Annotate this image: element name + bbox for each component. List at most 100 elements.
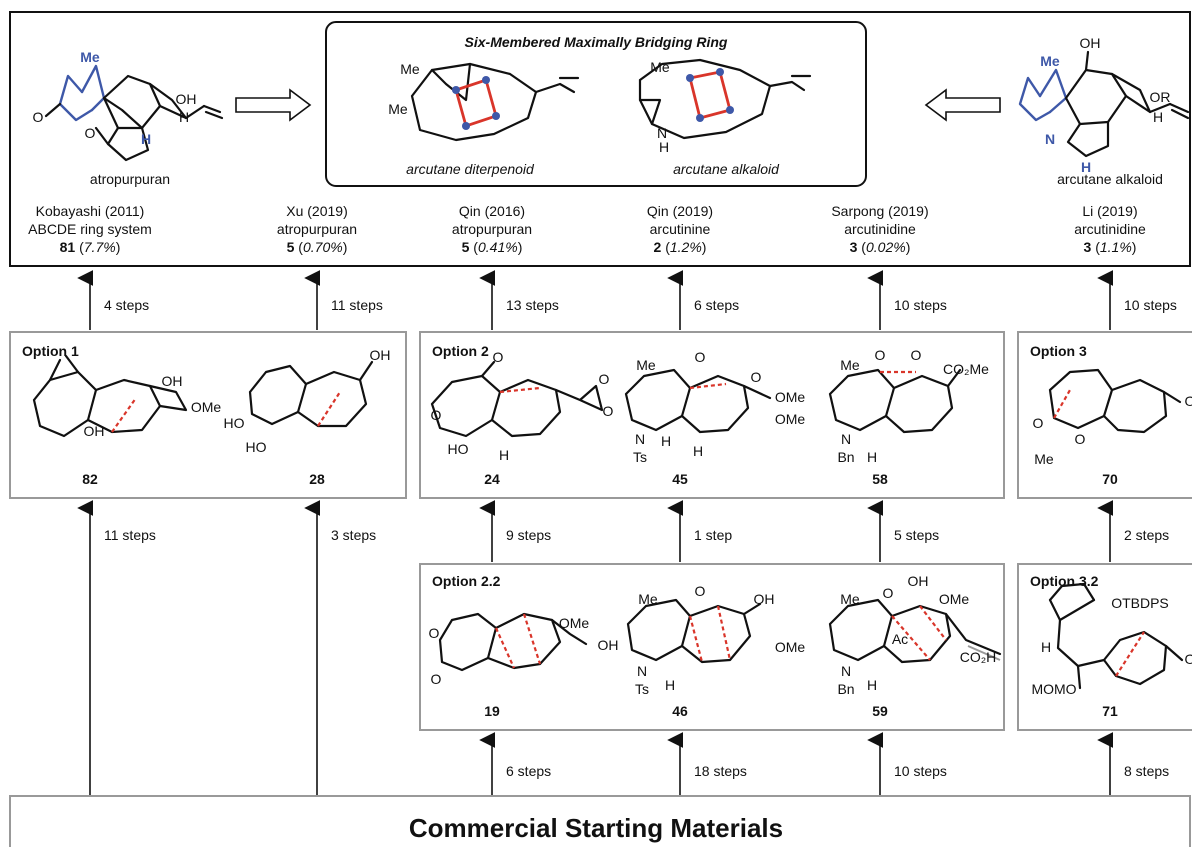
svg-text:N: N (841, 663, 851, 679)
svg-text:H: H (1081, 159, 1091, 175)
svg-text:Ts: Ts (635, 681, 649, 697)
svg-text:6 steps: 6 steps (506, 763, 551, 779)
svg-text:Option 2.2: Option 2.2 (432, 573, 501, 589)
svg-text:Qin (2016): Qin (2016) (459, 203, 525, 219)
svg-text:81 (7.7%): 81 (7.7%) (60, 239, 121, 255)
svg-text:Option 2: Option 2 (432, 343, 489, 359)
svg-text:H: H (867, 677, 877, 693)
retro-arrow-right (924, 88, 1001, 122)
svg-text:3 steps: 3 steps (331, 527, 376, 543)
svg-text:H: H (499, 447, 509, 463)
svg-text:N: N (841, 431, 851, 447)
svg-text:H: H (1041, 639, 1051, 655)
svg-text:2 (1.2%): 2 (1.2%) (654, 239, 707, 255)
compound-58-structure: Me O O CO₂Me N Bn H (828, 347, 989, 465)
arcutane-alkaloid-right-caption: arcutane alkaloid (1057, 171, 1163, 187)
arcutane-alkaloid-right-structure: Me OH OR H N H (1018, 35, 1190, 175)
synthesis-kobayashi: Kobayashi (2011) ABCDE ring system 81 (7… (28, 203, 152, 255)
svg-text:Ts: Ts (633, 449, 647, 465)
svg-text:atropurpuran: atropurpuran (452, 221, 532, 237)
svg-text:3 (0.02%): 3 (0.02%) (850, 239, 911, 255)
compound-59-structure: Me O OH OMe Ac CO₂H N Bn H (828, 573, 1002, 697)
svg-text:OH: OH (84, 423, 105, 439)
option2-box (419, 331, 1005, 499)
option3-box (1017, 331, 1192, 499)
svg-text:O: O (1185, 393, 1192, 409)
svg-text:H: H (665, 677, 675, 693)
svg-text:5 steps: 5 steps (894, 527, 939, 543)
svg-text:OR: OR (1150, 89, 1171, 105)
compound-28-structure: OH HO HO (224, 347, 391, 455)
svg-text:O: O (603, 403, 614, 419)
svg-text:28: 28 (309, 471, 325, 487)
svg-text:O: O (431, 407, 442, 423)
svg-text:CO₂H: CO₂H (960, 649, 997, 665)
svg-text:Me: Me (1040, 53, 1060, 69)
svg-text:O: O (431, 671, 442, 687)
svg-text:Me: Me (840, 591, 860, 607)
svg-text:HO: HO (224, 415, 245, 431)
svg-text:8 steps: 8 steps (1124, 763, 1169, 779)
svg-text:O: O (599, 371, 610, 387)
svg-text:Bn: Bn (837, 681, 854, 697)
svg-text:Sarpong (2019): Sarpong (2019) (831, 203, 928, 219)
svg-text:Ac: Ac (892, 631, 908, 647)
svg-text:Me: Me (400, 61, 420, 77)
svg-text:arcutinidine: arcutinidine (1074, 221, 1146, 237)
results-frame (9, 11, 1191, 267)
commercial-label: Commercial Starting Materials (409, 813, 783, 843)
option22-box (419, 563, 1005, 731)
svg-text:O: O (695, 583, 706, 599)
svg-text:24: 24 (484, 471, 500, 487)
compound-70-structure: O O Me O (1033, 368, 1192, 467)
option1-box (9, 331, 407, 499)
svg-text:5 (0.41%): 5 (0.41%) (462, 239, 523, 255)
svg-text:OMe: OMe (775, 411, 806, 427)
svg-text:Bn: Bn (837, 449, 854, 465)
compound-46-structure: Me O OH OMe N Ts H (626, 583, 805, 697)
svg-text:OH: OH (598, 637, 619, 653)
svg-text:3 (1.1%): 3 (1.1%) (1084, 239, 1137, 255)
option32-box (1017, 563, 1192, 731)
retro-arrow-left (235, 88, 312, 122)
svg-text:13 steps: 13 steps (506, 297, 559, 313)
svg-text:OH: OH (1080, 35, 1101, 51)
synthesis-li: Li (2019) arcutinidine 3 (1.1%) (1074, 203, 1146, 255)
step-arrows-lower: 6 steps 18 steps 10 steps 8 steps (479, 732, 1169, 796)
svg-text:Xu (2019): Xu (2019) (286, 203, 347, 219)
svg-text:Me: Me (1034, 451, 1054, 467)
svg-text:Me: Me (840, 357, 860, 373)
svg-text:OTBDPS: OTBDPS (1111, 595, 1169, 611)
svg-text:O: O (695, 349, 706, 365)
svg-text:45: 45 (672, 471, 688, 487)
synthesis-xu: Xu (2019) atropurpuran 5 (0.70%) (277, 203, 357, 255)
svg-text:71: 71 (1102, 703, 1118, 719)
svg-text:18 steps: 18 steps (694, 763, 747, 779)
svg-text:Me: Me (650, 59, 670, 75)
svg-text:Me: Me (636, 357, 656, 373)
synthesis-sarpong: Sarpong (2019) arcutinidine 3 (0.02%) (831, 203, 928, 255)
svg-text:70: 70 (1102, 471, 1118, 487)
svg-text:H: H (693, 443, 703, 459)
svg-text:O: O (751, 369, 762, 385)
svg-text:10 steps: 10 steps (894, 297, 947, 313)
svg-text:O: O (85, 125, 96, 141)
svg-text:OH: OH (176, 91, 197, 107)
svg-text:atropurpuran: atropurpuran (277, 221, 357, 237)
svg-text:46: 46 (672, 703, 688, 719)
step-arrows-upper: 4 steps 11 steps 13 steps 6 steps 10 ste… (77, 270, 1177, 330)
svg-text:6 steps: 6 steps (694, 297, 739, 313)
svg-text:4 steps: 4 steps (104, 297, 149, 313)
svg-text:5 (0.70%): 5 (0.70%) (287, 239, 348, 255)
svg-text:OH: OH (370, 347, 391, 363)
svg-text:Me: Me (638, 591, 658, 607)
arcutane-alkaloid-center-caption: arcutane alkaloid (673, 161, 780, 177)
svg-text:HO: HO (448, 441, 469, 457)
svg-text:O: O (493, 349, 504, 365)
svg-text:O: O (1185, 651, 1192, 667)
compound-24-structure: O O O O HO H (431, 349, 614, 463)
compound-45-structure: Me O O OMe OMe N Ts H H (624, 349, 806, 465)
svg-text:H: H (867, 449, 877, 465)
synthesis-qin-2019: Qin (2019) arcutinine 2 (1.2%) (647, 203, 713, 255)
svg-text:11 steps: 11 steps (104, 527, 156, 543)
